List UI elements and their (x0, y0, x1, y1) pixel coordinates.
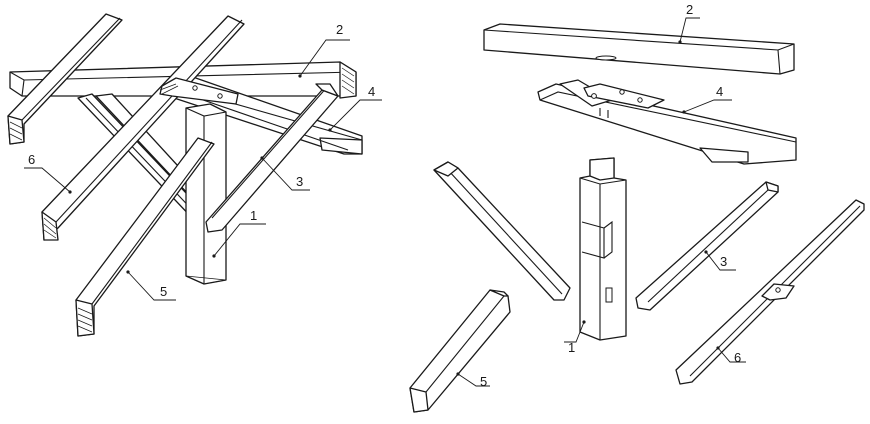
exploded-part-3-brace (635, 181, 779, 311)
exploded-left-brace (433, 161, 571, 301)
exploded-part-1-post (579, 157, 627, 341)
exploded-label-1: 1 (568, 340, 575, 355)
assembled-left-rafter (7, 13, 123, 145)
assembled-steel-plate (159, 77, 239, 105)
exploded-part-5-block (409, 289, 511, 413)
assembled-label-6: 6 (28, 152, 35, 167)
assembled-label-5: 5 (160, 284, 167, 299)
exploded-label-5: 5 (480, 374, 487, 389)
exploded-label-3: 3 (720, 254, 727, 269)
assembled-label-3: 3 (296, 174, 303, 189)
exploded-part-4-tie-beam (537, 79, 797, 165)
assembled-view: 2 4 3 1 6 5 (7, 13, 382, 337)
exploded-label-4: 4 (716, 84, 723, 99)
assembled-part-1-post (185, 103, 227, 285)
assembled-label-1: 1 (250, 208, 257, 223)
exploded-part-2-beam (483, 23, 795, 75)
assembled-part-3-beam (205, 83, 339, 233)
assembled-part-6-beam (41, 15, 245, 241)
exploded-label-6: 6 (734, 350, 741, 365)
assembled-label-4: 4 (368, 84, 375, 99)
assembled-part-5-beam (75, 137, 215, 337)
exploded-part-6-brace (675, 199, 865, 385)
assembled-callouts: 2 4 3 1 6 5 (24, 22, 382, 301)
exploded-label-2: 2 (686, 2, 693, 17)
exploded-callouts: 2 4 3 1 5 6 (456, 2, 746, 389)
exploded-view: 2 4 3 1 5 6 (409, 2, 865, 413)
assembled-label-2: 2 (336, 22, 343, 37)
